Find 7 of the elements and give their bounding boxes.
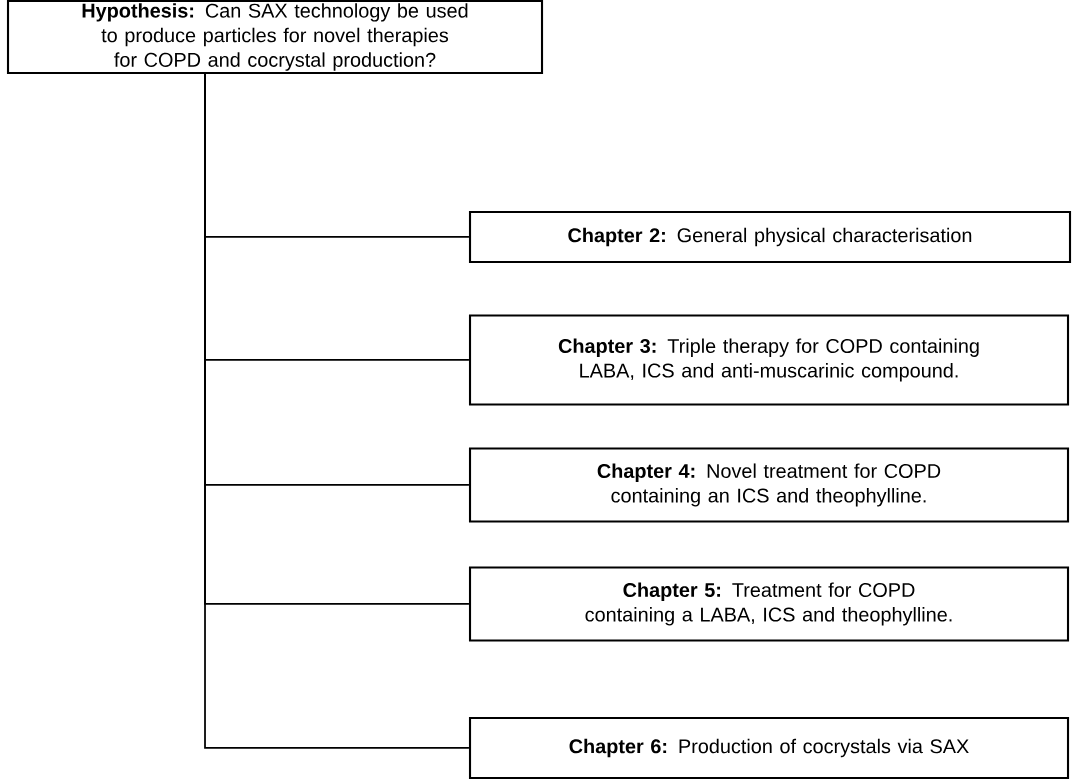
chapter-box: Chapter 2: General physical characterisation <box>468 210 1072 264</box>
hypothesis-box: Hypothesis: Can SAX technology be used to produce particles for novel therapies for COPD and cocrystal production? <box>6 0 544 75</box>
chapter-box: Chapter 5: Treatment for COPD containing a LABA, ICS and theophylline. <box>468 566 1070 642</box>
chapter-box: Chapter 3: Triple therapy for COPD containing LABA, ICS and anti-muscarinic compound. <box>468 314 1070 406</box>
chapter-box: Chapter 4: Novel treatment for COPD containing an ICS and theophylline. <box>468 447 1070 523</box>
chapter-box: Chapter 6: Production of cocrystals via SAX <box>468 716 1070 780</box>
connector-line <box>204 73 470 749</box>
